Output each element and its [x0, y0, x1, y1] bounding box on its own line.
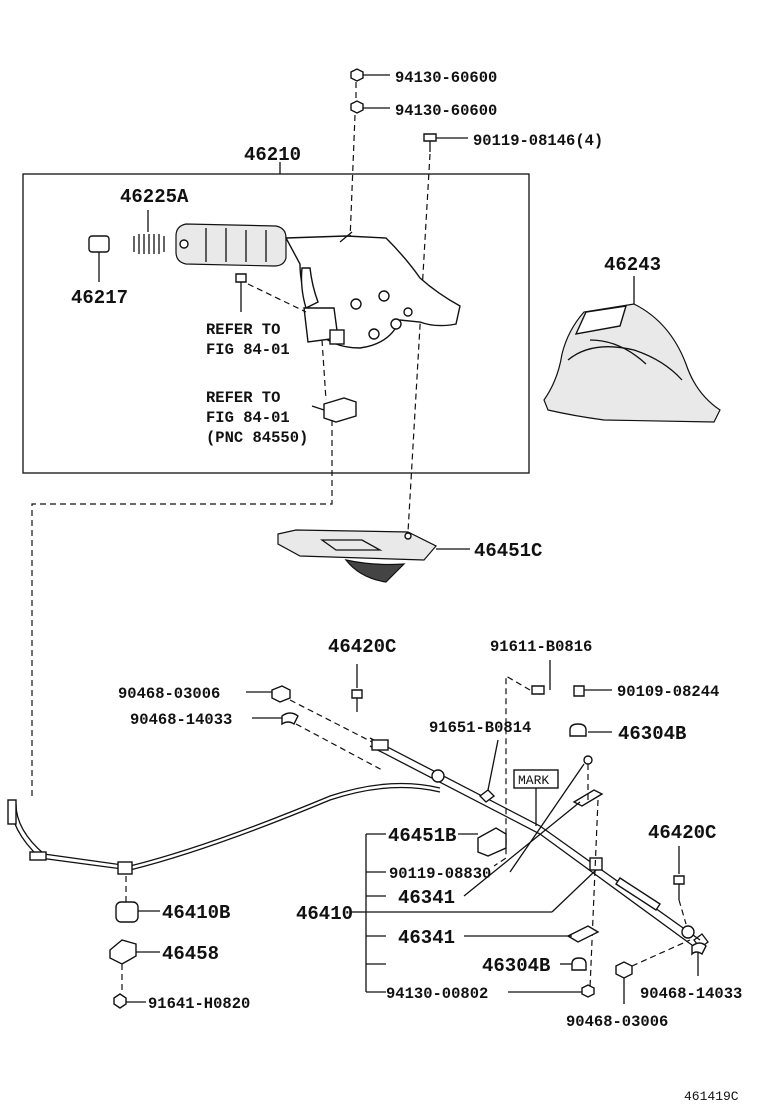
pin-46217	[88, 235, 110, 282]
bolt-91641-H0820	[113, 993, 146, 1009]
label-46341-lower: 46341	[398, 927, 455, 949]
boot-46243	[543, 303, 721, 423]
bolt-46420C-lower	[673, 846, 687, 925]
label-46420C-upper: 46420C	[328, 636, 396, 658]
nut-94130-60600-top	[350, 68, 390, 82]
label-46225A: 46225A	[120, 186, 189, 208]
label-46410B: 46410B	[162, 902, 230, 924]
bolt-91651-B0814	[478, 739, 499, 803]
assembly-box-46210	[22, 162, 530, 474]
bushing-46410B	[115, 901, 160, 923]
label-90119-08830: 90119-08830	[389, 865, 491, 883]
label-94130-60600-second: 94130-60600	[395, 102, 497, 120]
label-fig-84-01-1: FIG 84-01	[206, 341, 290, 359]
bolt-46420C-upper	[351, 664, 363, 712]
label-pnc-84550: (PNC 84550)	[206, 429, 308, 447]
figure-code: 461419C	[684, 1089, 739, 1104]
grommet-46304B-lower	[571, 957, 587, 971]
clip-90468-03006-upper	[246, 685, 291, 703]
clip-90468-03006-lower	[615, 939, 691, 1004]
bracket-84550	[323, 397, 357, 423]
nut-94130-00802	[581, 984, 595, 998]
bracket-46458	[109, 939, 160, 990]
label-46458: 46458	[162, 943, 219, 965]
bracket-46451B	[458, 827, 507, 857]
label-46217: 46217	[71, 287, 128, 309]
clip-90468-14033-upper	[252, 712, 299, 726]
nut-94130-60600-second	[350, 100, 390, 114]
label-91611-B0816: 91611-B0816	[490, 638, 592, 656]
parking-brake-lever	[175, 223, 461, 349]
label-90468-14033-upper: 90468-14033	[130, 711, 232, 729]
bolt-90109-08244	[573, 685, 612, 697]
label-91651-B0814: 91651-B0814	[429, 719, 531, 737]
label-46304B-upper: 46304B	[618, 723, 686, 745]
label-refer-to-2: REFER TO	[206, 389, 280, 407]
label-94130-60600-top: 94130-60600	[395, 69, 497, 87]
label-46243: 46243	[604, 254, 661, 276]
plate-46451C	[277, 529, 470, 583]
label-90468-14033-lower: 90468-14033	[640, 985, 742, 1003]
label-fig-84-01-2: FIG 84-01	[206, 409, 290, 427]
bolt-90119-08146	[423, 133, 468, 152]
label-46304B-lower: 46304B	[482, 955, 550, 977]
label-90468-03006-upper: 90468-03006	[118, 685, 220, 703]
label-90119-08146: 90119-08146(4)	[473, 132, 603, 150]
label-mark: MARK	[518, 773, 549, 788]
spring-46225A	[133, 210, 165, 254]
bolt-91611-B0816	[493, 660, 551, 867]
label-46451C: 46451C	[474, 540, 542, 562]
bracket-46341-lower	[566, 925, 600, 943]
label-46210: 46210	[244, 144, 301, 166]
label-46451B: 46451B	[388, 825, 456, 847]
label-46341-upper: 46341	[398, 887, 455, 909]
label-refer-to-1: REFER TO	[206, 321, 280, 339]
label-90109-08244: 90109-08244	[617, 683, 719, 701]
grommet-46304B-upper	[569, 723, 612, 737]
clip-90468-14033-lower	[691, 942, 707, 976]
callout-tree-46410	[350, 763, 597, 993]
bracket-46341-upper	[572, 755, 604, 989]
label-94130-00802: 94130-00802	[386, 985, 488, 1003]
label-90468-03006-lower: 90468-03006	[566, 1013, 668, 1031]
lever-bolt	[235, 273, 307, 313]
label-91641-H0820: 91641-H0820	[148, 995, 250, 1013]
label-46420C-lower: 46420C	[648, 822, 716, 844]
mark-box	[513, 769, 559, 826]
label-46410: 46410	[296, 903, 353, 925]
